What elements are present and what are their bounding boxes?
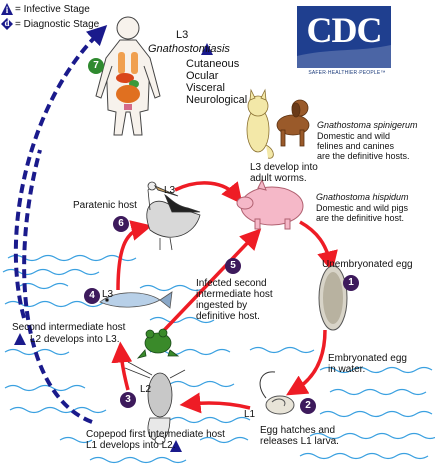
arrow-fish-to-bird — [116, 220, 153, 291]
ingestion-arrow-copepod-to-human — [22, 149, 93, 424]
step-4-badge: 4 — [84, 288, 100, 304]
arrow-fish-to-pig — [148, 228, 262, 347]
fish-stage-label: L3 — [102, 289, 114, 300]
human-figure — [95, 16, 161, 136]
legend-diagnostic-letter: d — [4, 18, 10, 28]
arrow-embryo-to-copepod — [179, 392, 251, 414]
unembryonated-egg-label: Unembryonated egg — [322, 259, 413, 270]
copepod-label: Copepod first intermediate host L1 devel… — [86, 429, 225, 451]
hispidum-species: Gnathostoma hispidum — [316, 192, 409, 202]
hispidum-description: Domestic and wild pigs are the definitiv… — [316, 203, 409, 223]
step-1-badge: 1 — [343, 275, 359, 291]
spinigerum-species: Gnathostoma spinigerum — [317, 120, 418, 130]
adult-worms-label: L3 develop into adult worms. — [250, 162, 318, 184]
unembryonated-egg-illustration — [318, 265, 348, 331]
legend-infective-label: = Infective Stage — [15, 4, 90, 15]
cdc-logo-text: CDC — [306, 10, 383, 50]
hatch-stage-label: L1 — [244, 409, 256, 420]
cdc-logo: CDC — [297, 6, 391, 68]
arrow-bird-to-pig — [174, 181, 243, 205]
dog-illustration — [276, 99, 310, 147]
step-5-badge: 5 — [225, 258, 241, 274]
cdc-logo-art — [297, 6, 391, 68]
legend-diagnostic-label: = Diagnostic Stage — [15, 19, 100, 30]
step-6-badge: 6 — [113, 216, 129, 232]
pelican-illustration — [146, 181, 201, 251]
copepod-stage-label: L2 — [140, 384, 152, 395]
cycle-arrows — [111, 181, 338, 414]
human-disease-forms: Cutaneous Ocular Visceral Neurological — [186, 58, 248, 106]
legend-symbols — [1, 3, 13, 30]
embryonated-egg-illustration — [259, 371, 295, 415]
frog-illustration — [136, 328, 180, 359]
second-host-text: L2 develops into L3. — [30, 334, 120, 345]
arrow-egg-to-embryo — [285, 329, 327, 396]
arrow-pig-to-egg — [299, 220, 338, 273]
ingestion-arrow-fish-to-human — [13, 25, 108, 319]
hatch-label: Egg hatches and releases L1 larva. — [260, 425, 339, 447]
second-host-title: Second intermediate host — [12, 322, 126, 333]
cat-illustration — [246, 88, 274, 159]
paratenic-title: Paratenic host — [73, 200, 137, 211]
human-disease-label: Gnathostomiasis — [148, 43, 230, 55]
pig-illustration — [236, 178, 304, 230]
copepod-illustration — [124, 361, 186, 445]
water-waves — [2, 254, 435, 464]
cdc-tagline: SAFER·HEALTHIER·PEOPLE™ — [308, 70, 386, 76]
arrow-copepod-to-fish — [111, 341, 133, 391]
embryonated-egg-label: Embryonated egg in water. — [328, 353, 407, 375]
step-2-badge: 2 — [300, 398, 316, 414]
spinigerum-description: Domestic and wild felines and canines ar… — [317, 131, 410, 161]
legend-infective-letter: i — [5, 5, 9, 15]
step-7-badge: 7 — [88, 58, 104, 74]
fish-illustration — [99, 291, 173, 309]
ingested-label: Infected second intermediate host ingest… — [196, 278, 273, 322]
paratenic-stage-label: L3 — [164, 185, 176, 196]
human-stage-label: L3 — [176, 29, 189, 41]
step-3-badge: 3 — [120, 392, 136, 408]
